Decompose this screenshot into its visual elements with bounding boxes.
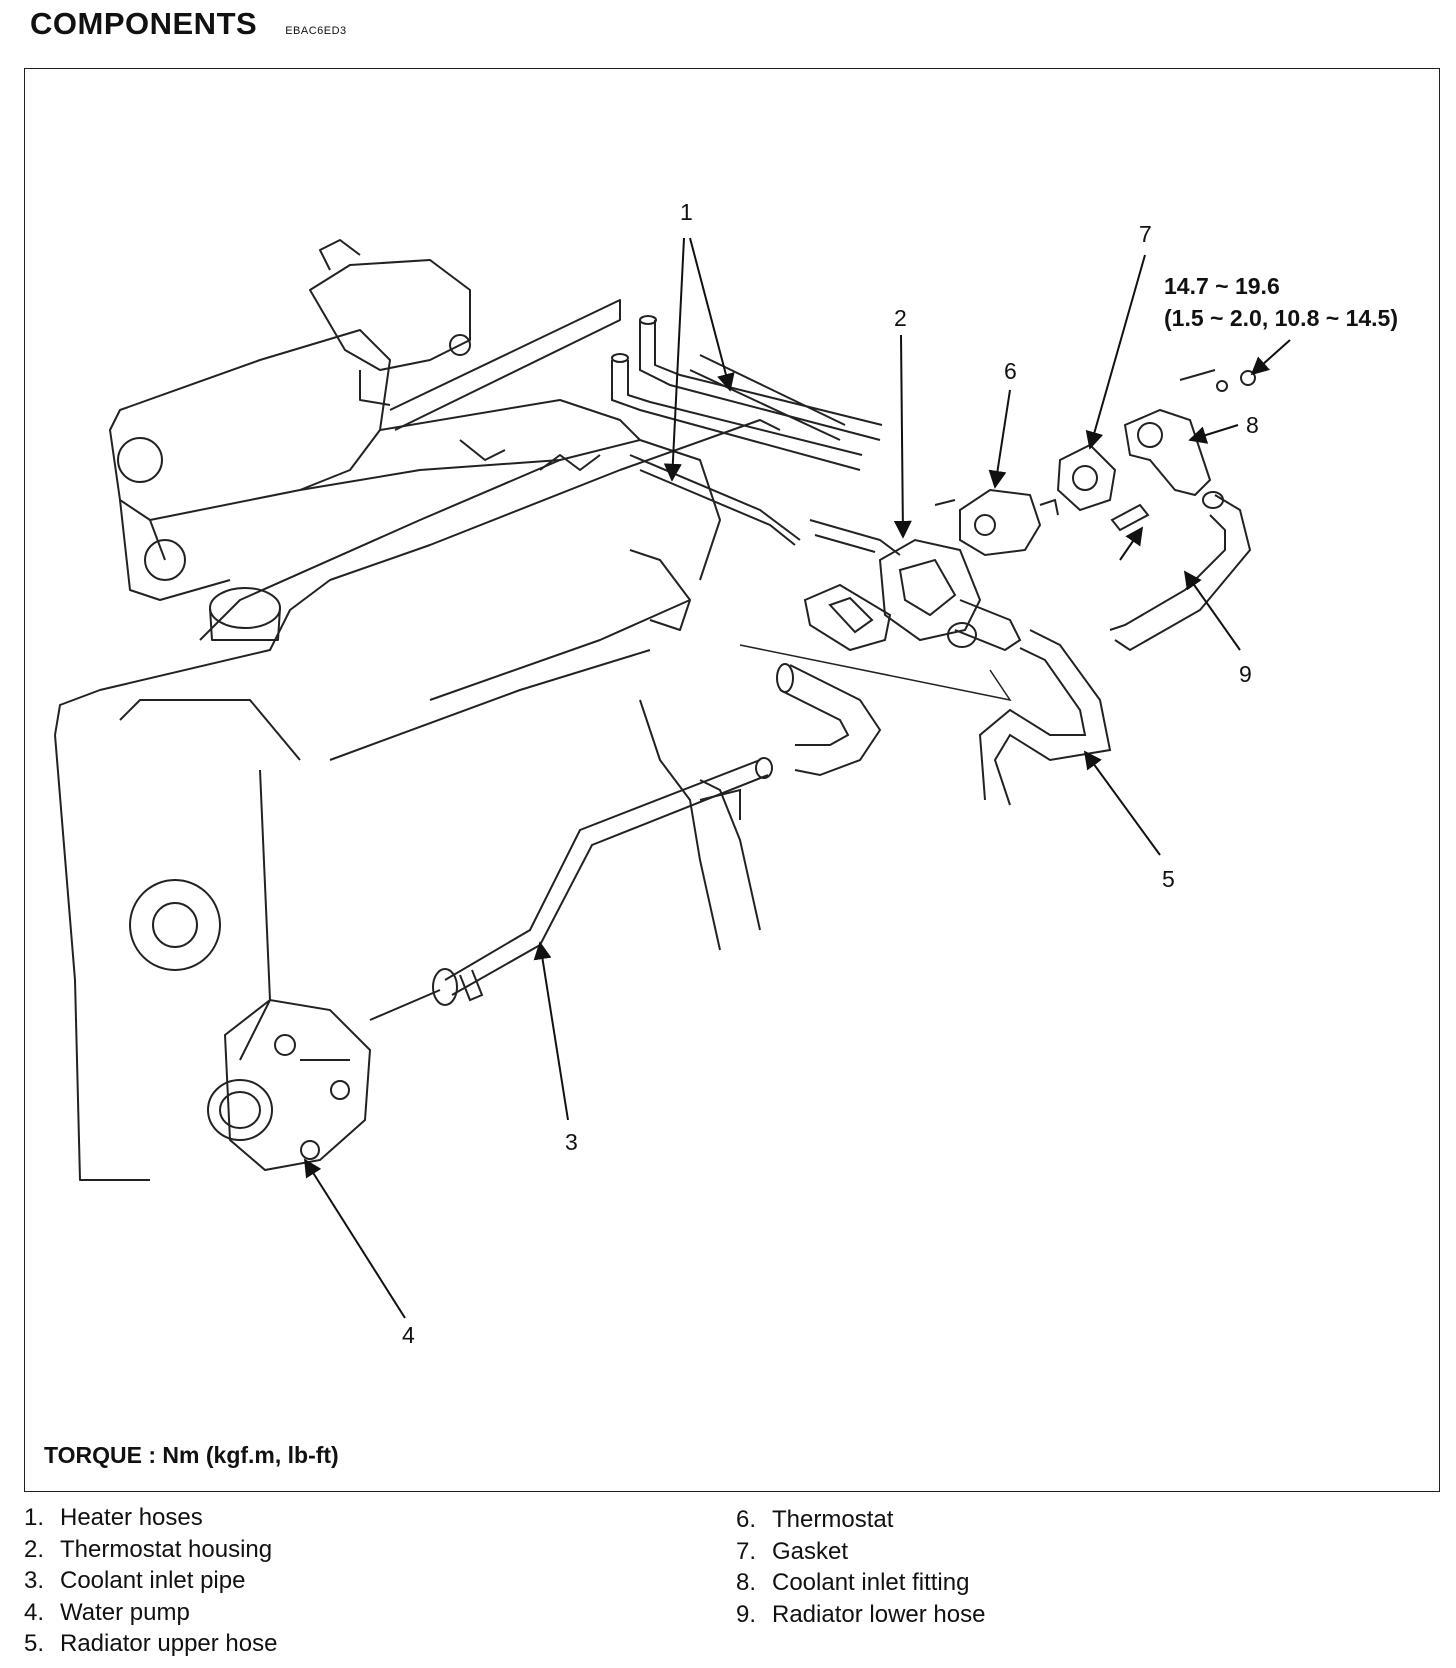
leader-6 — [988, 389, 1011, 489]
legend-item: 6.Thermostat — [736, 1506, 894, 1533]
leader-1b — [663, 237, 685, 482]
torque-units-label: TORQUE : Nm (kgf.m, lb-ft) — [44, 1442, 339, 1468]
housing-gasket — [803, 583, 892, 652]
callout-2: 2 — [894, 305, 907, 331]
leader-4 — [304, 1158, 406, 1319]
water-pump — [207, 998, 372, 1172]
leader-5 — [1083, 750, 1161, 856]
reference-lines — [739, 644, 1012, 702]
legend-item: 2.Thermostat housing — [24, 1535, 273, 1563]
coolant-inlet-pipe — [369, 757, 773, 1021]
callout-3: 3 — [565, 1129, 578, 1155]
page-header: COMPONENTS EBAC6ED3 — [30, 6, 347, 42]
page-title: COMPONENTS — [30, 6, 258, 41]
callout-1: 1 — [680, 199, 693, 225]
legend-item: 1.Heater hoses — [24, 1504, 203, 1531]
radiator-lower-hose — [1109, 491, 1252, 652]
gasket-7 — [1056, 443, 1117, 512]
diagram-frame — [24, 68, 1440, 1492]
callout-9: 9 — [1239, 661, 1252, 687]
torque-spec-nm: 14.7 ~ 19.6 — [1164, 273, 1280, 299]
callout-4: 4 — [402, 1322, 415, 1348]
thermostat-housing — [878, 499, 1022, 652]
leader-9 — [1183, 570, 1241, 651]
leader-torque — [1250, 339, 1291, 376]
document-code: EBAC6ED3 — [285, 25, 347, 37]
leader-7 — [1085, 254, 1146, 450]
legend-item: 5.Radiator upper hose — [24, 1630, 278, 1657]
legend-item: 8.Coolant inlet fitting — [736, 1569, 970, 1596]
leader-sensor — [1119, 526, 1144, 561]
leader-8 — [1188, 424, 1239, 444]
leader-2 — [893, 334, 912, 539]
callout-7: 7 — [1139, 221, 1152, 247]
callout-8: 8 — [1246, 412, 1259, 438]
engine-block — [54, 239, 781, 1181]
coolant-inlet-fitting — [1110, 369, 1256, 532]
leader-arrows — [304, 237, 1291, 1319]
callout-5: 5 — [1162, 866, 1175, 892]
heater-hoses — [611, 315, 901, 556]
leader-1a — [689, 237, 735, 392]
legend-item: 4.Water pump — [24, 1598, 190, 1626]
callout-6: 6 — [1004, 358, 1017, 384]
legend-left: 1.Heater hoses 2.Thermostat housing 3.Co… — [24, 1502, 277, 1660]
legend-item: 7.Gasket — [736, 1537, 849, 1565]
legend-item: 3.Coolant inlet pipe — [24, 1567, 246, 1594]
thermostat — [959, 488, 1059, 557]
radiator-upper-hose — [978, 629, 1112, 806]
leader-3 — [533, 941, 569, 1121]
torque-spec: 14.7 ~ 19.6 (1.5 ~ 2.0, 10.8 ~ 14.5) — [1164, 270, 1398, 334]
upper-elbow-hose — [776, 663, 882, 777]
torque-spec-alt: (1.5 ~ 2.0, 10.8 ~ 14.5) — [1164, 305, 1398, 331]
legend-right: 6.Thermostat 7.Gasket 8.Coolant inlet fi… — [736, 1504, 985, 1630]
legend-item: 9.Radiator lower hose — [736, 1600, 986, 1628]
